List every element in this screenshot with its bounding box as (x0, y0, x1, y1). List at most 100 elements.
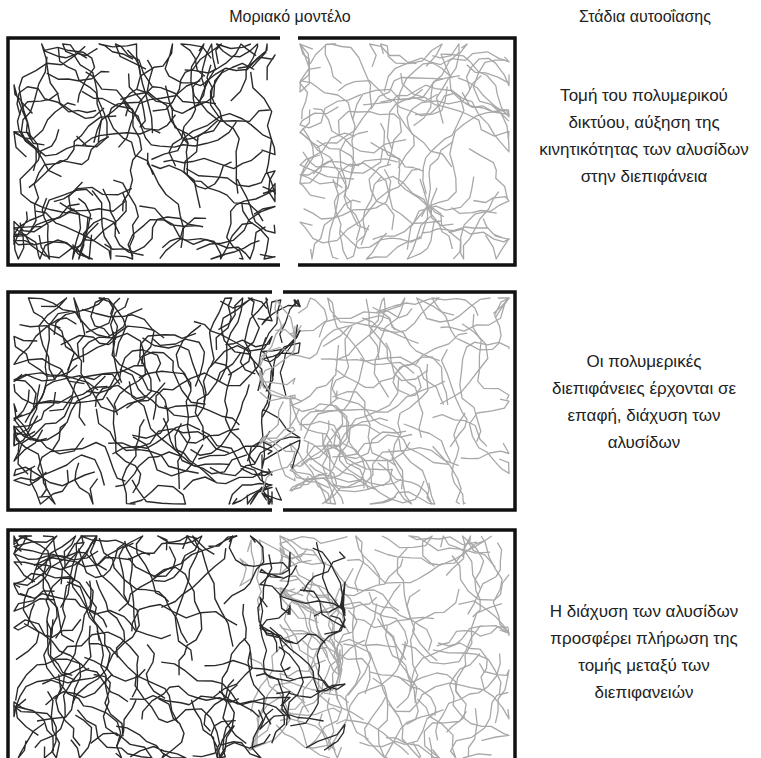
polymer-chain (260, 709, 324, 729)
polymer-chain (387, 94, 437, 148)
polymer-chain (441, 54, 509, 117)
polymer-chain (116, 726, 186, 758)
polymer-chain (407, 76, 481, 167)
polymer-chain (198, 446, 272, 459)
polymer-chain (404, 424, 451, 462)
polymer-chain (130, 638, 252, 704)
polymer-chain (461, 443, 509, 459)
polymer-chain (300, 44, 321, 92)
polymer-chain (377, 619, 418, 725)
polymer-chain (370, 44, 417, 67)
polymer-chain (14, 415, 47, 441)
polymer-chain (313, 548, 345, 621)
polymer-chain (385, 710, 443, 758)
polymer-chain (71, 715, 92, 758)
polymer-chain (53, 632, 139, 697)
polymer-chain (82, 91, 176, 130)
polymer-chain (304, 552, 345, 592)
polymer-chain (103, 189, 144, 256)
polymer-chain (164, 151, 263, 168)
polymer-chain (220, 298, 261, 391)
polymer-chain (29, 137, 109, 188)
polymer-chain (262, 431, 300, 468)
polymer-chain (317, 619, 345, 689)
polymer-chain (433, 446, 462, 504)
polymer-chain (187, 536, 233, 647)
polymer-chain (417, 693, 508, 758)
polymer-chain (382, 536, 435, 566)
polymer-chain (260, 401, 295, 492)
polymer-chain (371, 78, 443, 110)
polymer-chain (215, 362, 256, 463)
polymer-chain (348, 610, 411, 627)
polymer-chain (14, 557, 54, 598)
polymer-chain (300, 590, 345, 628)
polymer-chain (417, 298, 491, 322)
polymer-chain (348, 604, 377, 696)
polymer-chain (73, 582, 111, 704)
polymer-chain (260, 427, 295, 481)
polymer-chain (39, 198, 49, 259)
polymer-chain (133, 437, 203, 476)
polymer-chain (18, 723, 44, 758)
panel-border (8, 38, 280, 265)
polymer-chain (423, 54, 464, 194)
polymer-chain (303, 149, 383, 173)
polymer-chain (260, 570, 345, 617)
polymer-chain (378, 439, 432, 504)
polymer-chain (222, 604, 247, 744)
polymer-chain (301, 431, 406, 465)
polymer-chain (46, 578, 75, 680)
polymer-chain (347, 541, 485, 584)
polymer-chain (119, 81, 201, 148)
polymer-chain (14, 466, 95, 486)
polymer-chain (132, 605, 237, 632)
polymer-chain (304, 169, 421, 219)
polymer-chain (301, 81, 355, 175)
polymer-chain (336, 298, 386, 360)
polymer-chain (316, 542, 345, 615)
polymer-chain (460, 192, 499, 259)
polymer-chain (194, 322, 271, 418)
polymer-chain (276, 698, 335, 750)
polymer-chain (470, 399, 510, 473)
polymer-chain (361, 176, 382, 245)
polymer-chain (218, 298, 242, 381)
column-heading: Μοριακό μοντέλο (175, 7, 405, 27)
polymer-chain (116, 700, 136, 758)
polymer-chain (433, 650, 501, 694)
polymer-chain (227, 190, 275, 259)
polymer-chain (107, 397, 141, 493)
panel-border (298, 38, 515, 265)
polymer-chain (14, 691, 59, 758)
polymer-chain (220, 710, 263, 758)
polymer-chain (414, 44, 460, 126)
polymer-chain (184, 120, 263, 221)
polymer-chain (141, 44, 208, 86)
polymer-chain (457, 298, 509, 350)
polymer-chain (469, 149, 508, 200)
polymer-chain (328, 376, 422, 478)
polymer-chain (14, 312, 70, 421)
polymer-chain (317, 44, 372, 148)
polymer-chain (238, 55, 275, 80)
polymer-chain (86, 298, 126, 357)
polymer-chain (388, 449, 412, 504)
polymer-chain (369, 164, 394, 230)
polymer-chain (108, 429, 229, 453)
polymer-chain (300, 160, 343, 188)
polymer-chain (334, 639, 396, 668)
polymer-chain (260, 565, 297, 578)
polymer-chain (123, 101, 142, 211)
polymer-chain (310, 44, 342, 83)
polymer-chain (442, 349, 468, 447)
polymer-chain (154, 567, 202, 675)
polymer-chain (210, 441, 272, 475)
polymer-chain (146, 645, 165, 699)
polymer-chain (135, 675, 219, 756)
polymer-chain (260, 339, 295, 389)
polymer-chain (473, 314, 509, 400)
polymer-chain (440, 324, 488, 404)
polymer-chain (332, 326, 352, 399)
polymer-chain (393, 333, 467, 395)
